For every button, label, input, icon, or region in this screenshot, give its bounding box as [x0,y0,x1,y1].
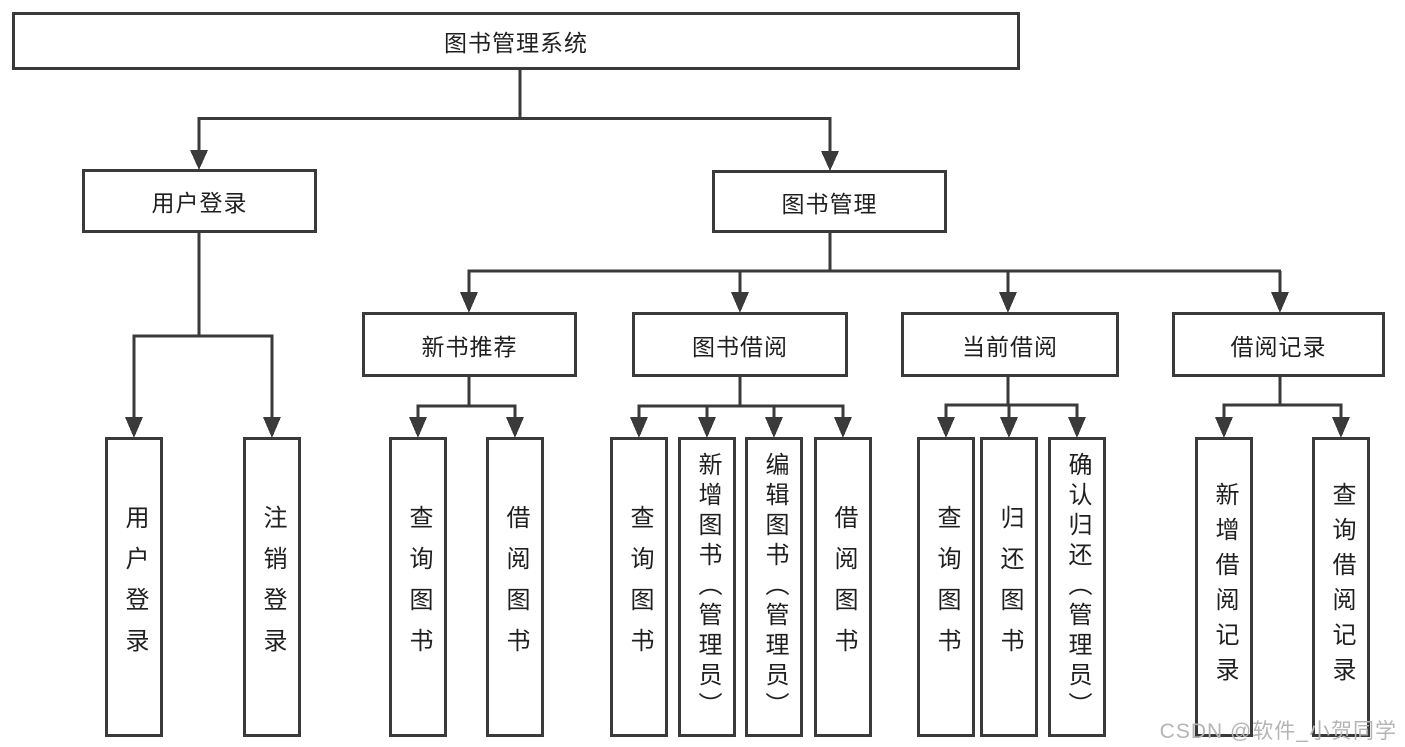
leaf-edit-books-admin: 编辑图书（管理员） [745,437,803,737]
node-user-login: 用户登录 [82,169,317,233]
leaf-label: 注销登录 [259,505,286,669]
leaf-label: 借阅图书 [830,505,857,669]
leaf-borrow-books: 借阅图书 [814,437,872,737]
leaf-label: 查询图书 [933,505,960,669]
leaf-label: 查询图书 [626,505,653,669]
leaf-borrow-books-recommend: 借阅图书 [486,437,544,737]
leaf-query-books-recommend: 查询图书 [389,437,447,737]
node-book-borrow: 图书借阅 [632,312,848,377]
leaf-return-books: 归还图书 [980,437,1038,737]
csdn-watermark: CSDN @软件_小贺同学 [1159,720,1397,743]
leaf-label: 用户登录 [121,505,148,669]
leaf-label: 新增借阅记录 [1211,482,1238,692]
leaf-query-books-current: 查询图书 [917,437,975,737]
leaf-query-books-borrow: 查询图书 [610,437,668,737]
leaf-label: 确认归还（管理员） [1064,452,1091,722]
leaf-user-login: 用户登录 [105,437,163,737]
node-book-management: 图书管理 [712,170,947,233]
leaf-label: 查询借阅记录 [1328,482,1355,692]
leaf-label: 查询图书 [405,505,432,669]
node-borrow-records: 借阅记录 [1172,312,1385,377]
leaf-confirm-return-admin: 确认归还（管理员） [1048,437,1106,737]
leaf-logout: 注销登录 [243,437,301,737]
leaf-add-books-admin: 新增图书（管理员） [678,437,736,737]
node-library-management-system: 图书管理系统 [12,12,1020,70]
leaf-query-borrow-record: 查询借阅记录 [1312,437,1370,737]
leaf-label: 新增图书（管理员） [694,452,721,722]
node-current-borrow: 当前借阅 [901,312,1119,377]
leaf-add-borrow-record: 新增借阅记录 [1195,437,1253,737]
leaf-label: 归还图书 [996,505,1023,669]
leaf-label: 编辑图书（管理员） [761,452,788,722]
node-new-book-recommend: 新书推荐 [362,312,577,377]
leaf-label: 借阅图书 [502,505,529,669]
